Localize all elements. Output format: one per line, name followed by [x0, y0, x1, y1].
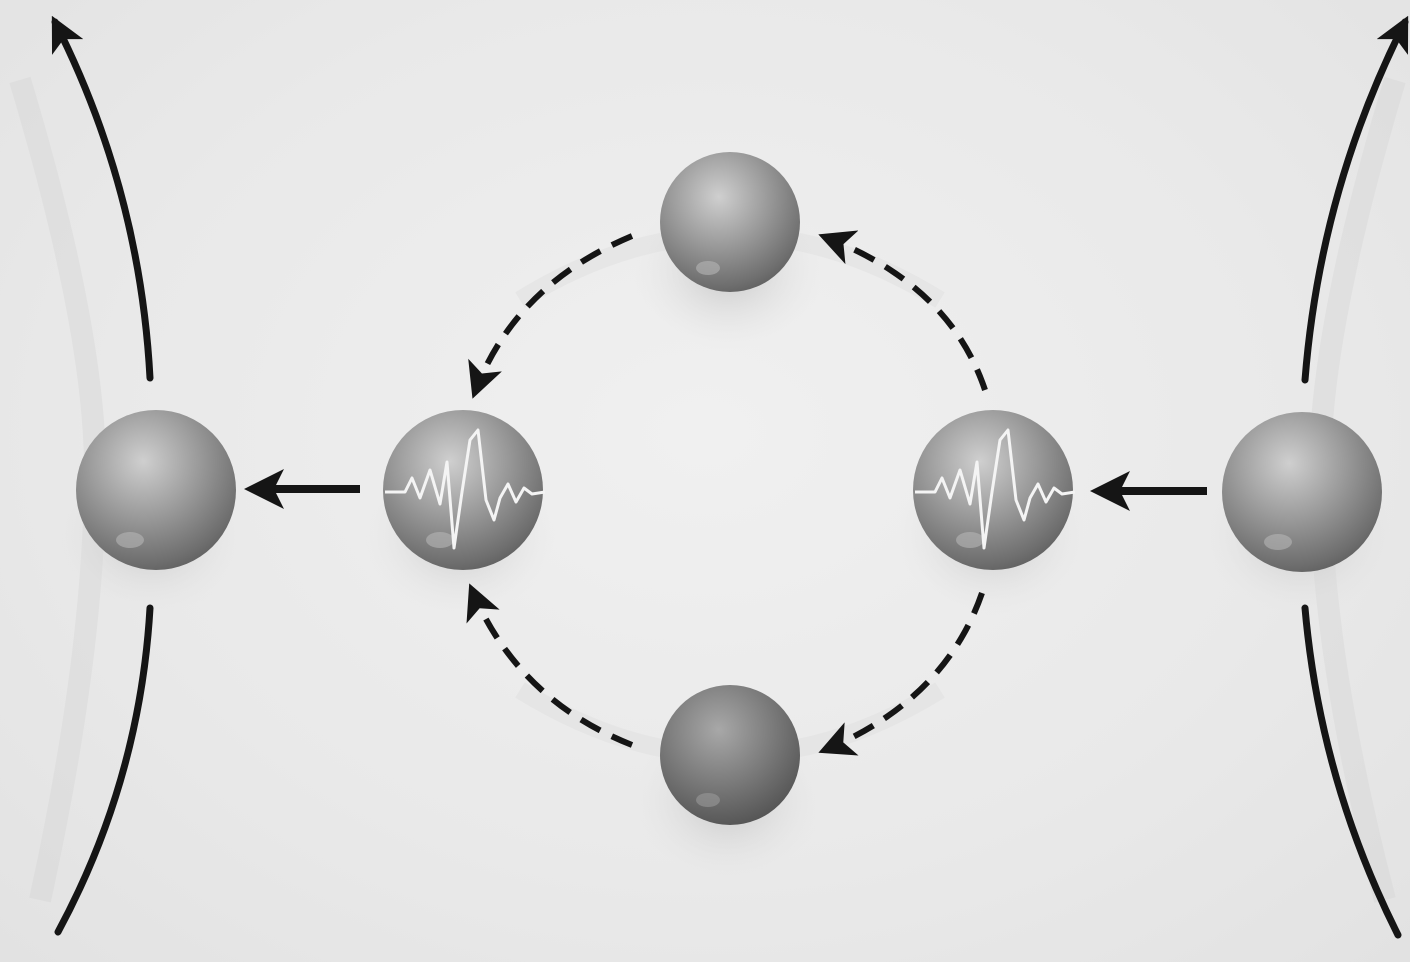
sphere-outer-left: [76, 410, 236, 570]
sphere-top: [660, 152, 800, 292]
orbit-bottom-left-arrow: [472, 590, 632, 745]
sphere-outer-right: [1222, 412, 1382, 572]
sphere-bottom: [660, 685, 800, 825]
